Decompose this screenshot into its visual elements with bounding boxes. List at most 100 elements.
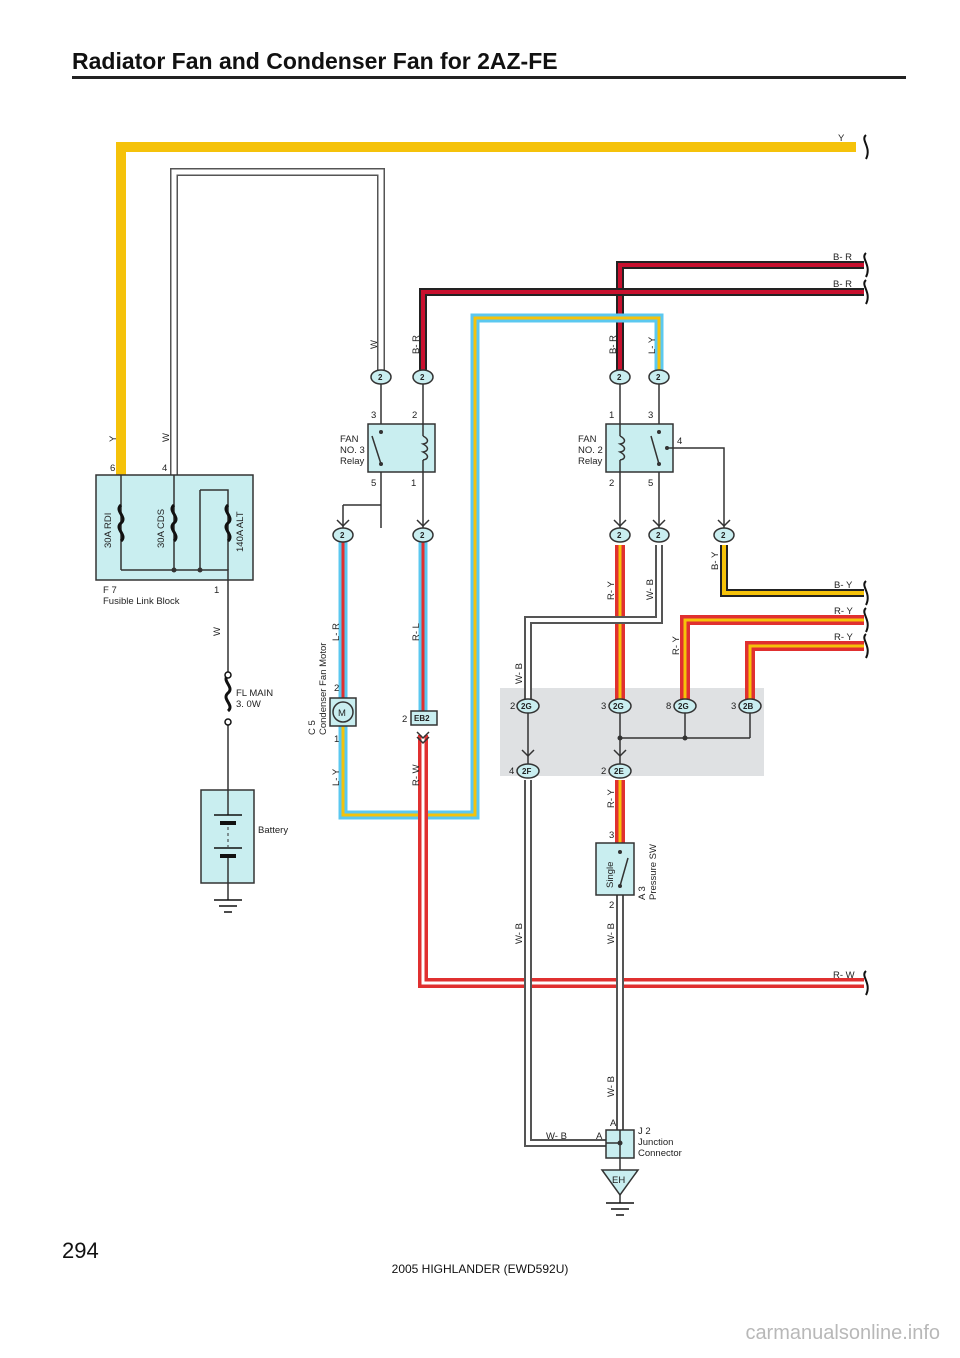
battery-label: Battery [258, 825, 288, 836]
connector-relay3-bot-1: 2 [412, 527, 434, 543]
motor-pin-2: 2 [334, 683, 339, 694]
fuse-rdi-label: 30A RDI [103, 513, 114, 548]
label-rw-vert: R- W [411, 764, 422, 786]
relay2-pin-4: 4 [677, 436, 682, 447]
f7-pin-1: 1 [214, 585, 219, 596]
pressure-sw-code: A 3 [637, 886, 648, 900]
pin-2f: 4 [509, 766, 514, 777]
ground-eh: EH [600, 1169, 640, 1203]
relay3-pin-2: 2 [412, 410, 417, 421]
relay3-pin-5: 5 [371, 478, 376, 489]
label-ry-b: R- Y [671, 636, 682, 655]
label-ly-bottom: L- Y [331, 768, 342, 786]
fl-main-fuse-icon [224, 673, 232, 713]
wire-ly-loop [338, 313, 664, 820]
connector-2g-a: 2G [516, 698, 540, 714]
motor-pin-1: 1 [334, 734, 339, 745]
wire-ry-right1 [680, 615, 864, 700]
svg-text:2: 2 [617, 373, 622, 382]
wire-wb-left [524, 780, 606, 1147]
wire-wb-relay2 [524, 545, 663, 700]
connector-relay2-top-ly: 2 [648, 369, 670, 385]
chevron-markers [336, 519, 731, 758]
relay3-pin-1: 1 [411, 478, 416, 489]
label-ly-relay2: L- Y [647, 336, 658, 354]
label-lr: L- R [331, 623, 342, 641]
pin-2g-b: 3 [601, 701, 606, 712]
connector-2g-b: 2G [608, 698, 632, 714]
motor-code: C 5 [307, 720, 318, 735]
label-wb-j: W- B [546, 1131, 567, 1142]
pin-2b: 3 [731, 701, 736, 712]
wire-ry-right2 [745, 641, 864, 700]
eb2-pin: 2 [402, 714, 407, 725]
fan-no2-relay [605, 423, 674, 473]
wire-labels: Y B- R B- R Y W W B- R B- R L- Y W L- R … [108, 133, 855, 1142]
svg-text:2B: 2B [743, 702, 753, 711]
relay3-line3: Relay [340, 456, 365, 467]
svg-text:2: 2 [378, 373, 383, 382]
motor-symbol: M [338, 708, 346, 719]
connector-2g-c: 2G [673, 698, 697, 714]
connector-relay3-top-w: 2 [370, 369, 392, 385]
page-title: Radiator Fan and Condenser Fan for 2AZ-F… [72, 48, 558, 74]
connector-eb2: EB2 [410, 710, 438, 726]
wire-break-marks [863, 134, 869, 996]
label-wb-bottom: W- B [606, 1076, 617, 1097]
label-wb-a: W- B [645, 579, 656, 600]
f7-pin-4: 4 [162, 463, 167, 474]
j2-code: J 2 [638, 1126, 651, 1137]
svg-text:2: 2 [420, 531, 425, 540]
fusible-link-block: 30A RDI 30A CDS 140A ALT 6 4 1 [95, 463, 254, 596]
condenser-fan-motor: M [329, 697, 357, 727]
label-w-fl: W [212, 627, 223, 636]
junction-block-area [500, 688, 764, 776]
label-w-relay3: W [369, 340, 380, 349]
label-br-1: B- R [833, 252, 852, 263]
pin-2g-a: 2 [510, 701, 515, 712]
svg-text:2: 2 [420, 373, 425, 382]
label-by-a: B- Y [710, 551, 721, 570]
title-rule [72, 76, 906, 79]
connector-relay3-top-br: 2 [412, 369, 434, 385]
svg-text:2: 2 [617, 531, 622, 540]
wire-br-relay2 [616, 261, 864, 370]
svg-text:2F: 2F [522, 767, 531, 776]
label-y-top: Y [838, 133, 845, 144]
battery-ground-icon [214, 899, 242, 913]
label-wb-left: W- B [514, 923, 525, 944]
connector-2e: 2E [608, 763, 632, 779]
j2-pin-a-top: A [610, 1118, 617, 1129]
fl-main-line1: FL MAIN [236, 688, 273, 699]
pressure-switch: Single [595, 842, 635, 896]
fuse-alt-icon [224, 503, 232, 543]
label-br-relay2: B- R [608, 335, 619, 354]
f7-code: F 7 [103, 585, 117, 596]
motor-name: Condenser Fan Motor [318, 643, 329, 735]
j2-line1: Junction [638, 1137, 673, 1148]
relay2-line3: Relay [578, 456, 603, 467]
wire-rw [418, 735, 864, 988]
relay3-pin-3: 3 [371, 410, 376, 421]
connector-relay2-bot-5: 2 [648, 527, 670, 543]
wire-by [720, 545, 864, 597]
connector-relay2-bot-4: 2 [713, 527, 735, 543]
pin-2e: 2 [601, 766, 606, 777]
relay2-line1: FAN [578, 434, 597, 445]
connector-2b: 2B [738, 698, 762, 714]
connector-relay3-bot-5: 2 [332, 527, 354, 543]
relay3-line1: FAN [340, 434, 359, 445]
j2-line2: Connector [638, 1148, 682, 1159]
svg-text:2G: 2G [613, 702, 624, 711]
label-w-left: W [161, 433, 172, 442]
pressure-sw-name: Pressure SW [648, 844, 659, 900]
connector-relay2-bot-2: 2 [609, 527, 631, 543]
label-ry-a: R- Y [606, 581, 617, 600]
svg-text:2: 2 [340, 531, 345, 540]
label-br-2: B- R [833, 279, 852, 290]
wire-y-top [116, 142, 856, 500]
pressure-sw-pin-2: 2 [609, 900, 614, 911]
relay2-pin-3: 3 [648, 410, 653, 421]
relay3-line2: NO. 3 [340, 445, 365, 456]
wire-w [170, 168, 385, 500]
